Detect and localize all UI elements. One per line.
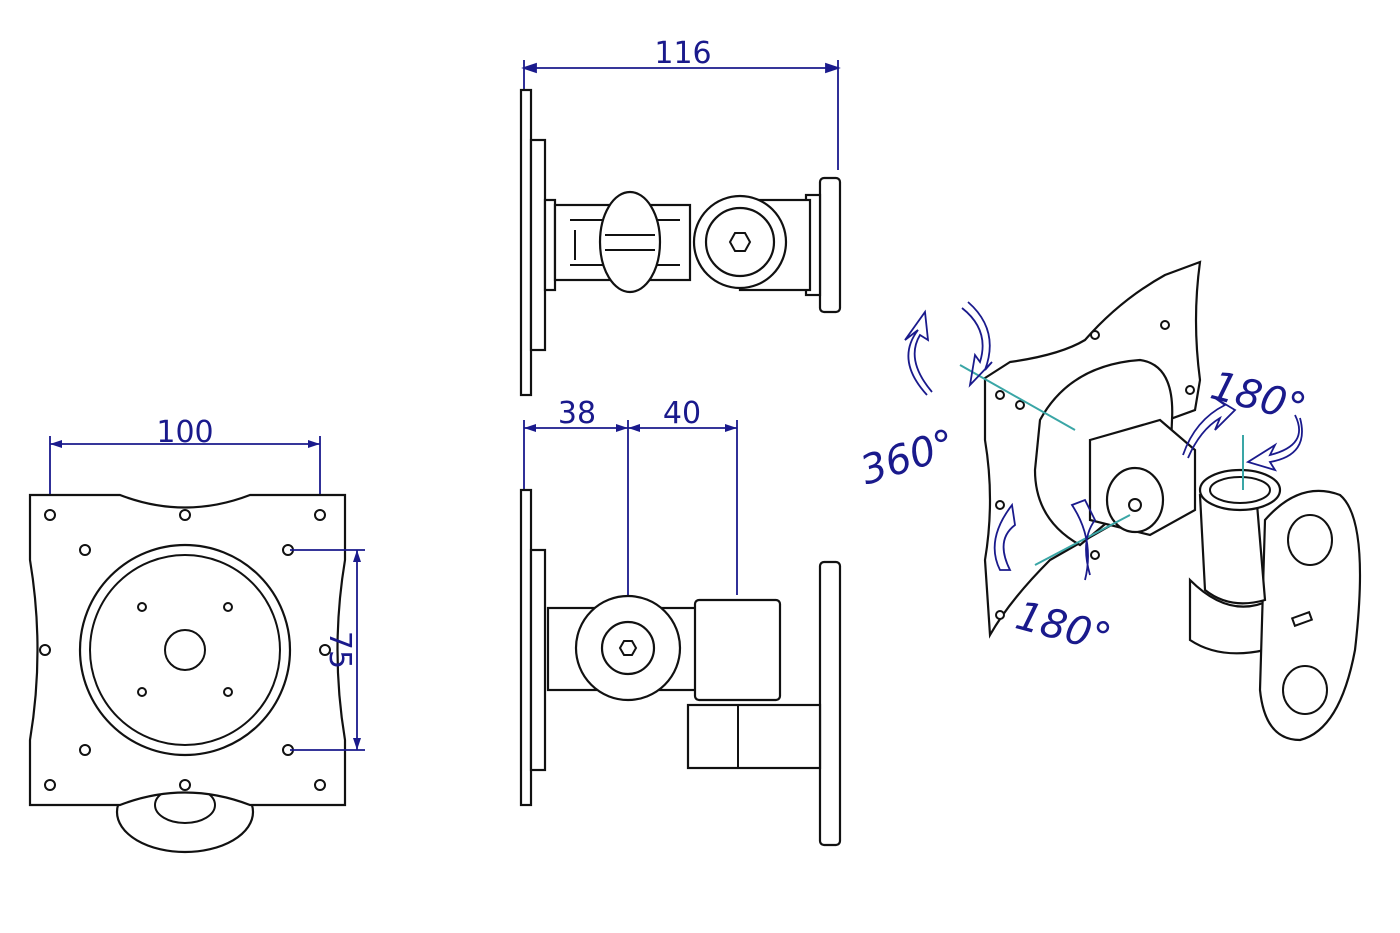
mounting-holes bbox=[39, 509, 331, 791]
top-side-view: 116 bbox=[519, 36, 842, 397]
rotation-arrows bbox=[904, 301, 1303, 581]
swivel-label: 360° bbox=[855, 421, 961, 495]
bottom-side-view: 38 40 bbox=[519, 396, 842, 847]
dimension-label: 38 bbox=[558, 396, 596, 431]
dimension-label: 100 bbox=[156, 415, 213, 450]
front-view: 100 75 bbox=[28, 415, 365, 854]
dimension-116: 116 bbox=[521, 36, 841, 170]
tilt-label-bottom: 180° bbox=[1011, 593, 1116, 662]
dimension-100: 100 bbox=[49, 415, 321, 505]
perspective-view: 360° 180° 180° bbox=[855, 260, 1362, 742]
dimension-38-40: 38 40 bbox=[523, 396, 738, 650]
dimension-label: 116 bbox=[654, 36, 711, 71]
dimension-label: 40 bbox=[663, 396, 701, 431]
tilt-label-top: 180° bbox=[1206, 363, 1311, 432]
dimension-75: 75 bbox=[290, 549, 365, 751]
dimension-label: 75 bbox=[322, 631, 357, 669]
